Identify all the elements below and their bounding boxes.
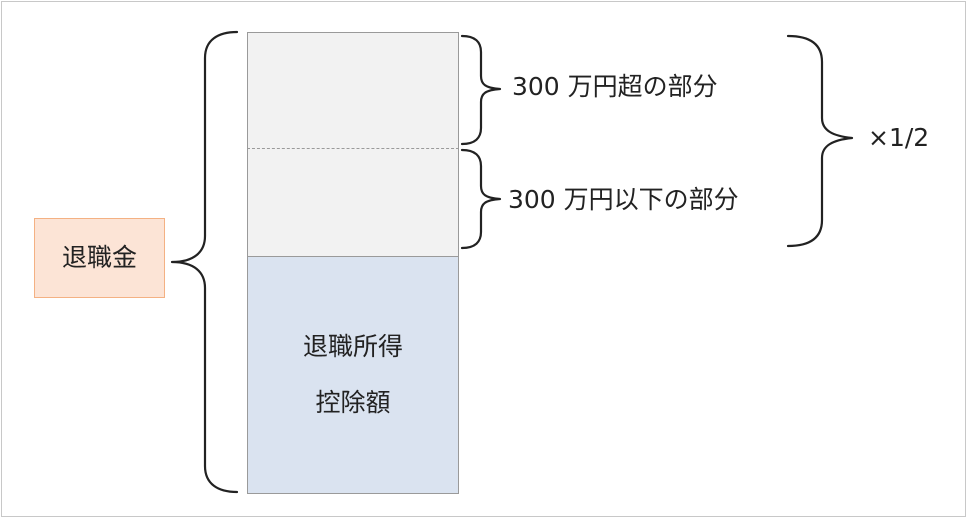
retirement-allowance-label: 退職金 — [61, 243, 137, 272]
under-3m-segment — [247, 148, 459, 256]
left-brace — [170, 30, 239, 494]
upper-segment-brace — [460, 34, 502, 146]
retirement-allowance-box: 退職金 — [34, 218, 165, 298]
deduction-segment: 退職所得 控除額 — [247, 256, 459, 494]
multiplier-label: ×1/2 — [868, 123, 930, 152]
over-3m-segment — [247, 32, 459, 148]
middle-segment-brace — [460, 148, 502, 250]
deduction-label-line1: 退職所得 — [302, 332, 403, 361]
under-3m-label: 300 万円以下の部分 — [508, 185, 739, 214]
half-brace — [786, 34, 854, 248]
deduction-label-line2: 控除額 — [315, 388, 391, 417]
over-3m-label: 300 万円超の部分 — [512, 72, 718, 101]
